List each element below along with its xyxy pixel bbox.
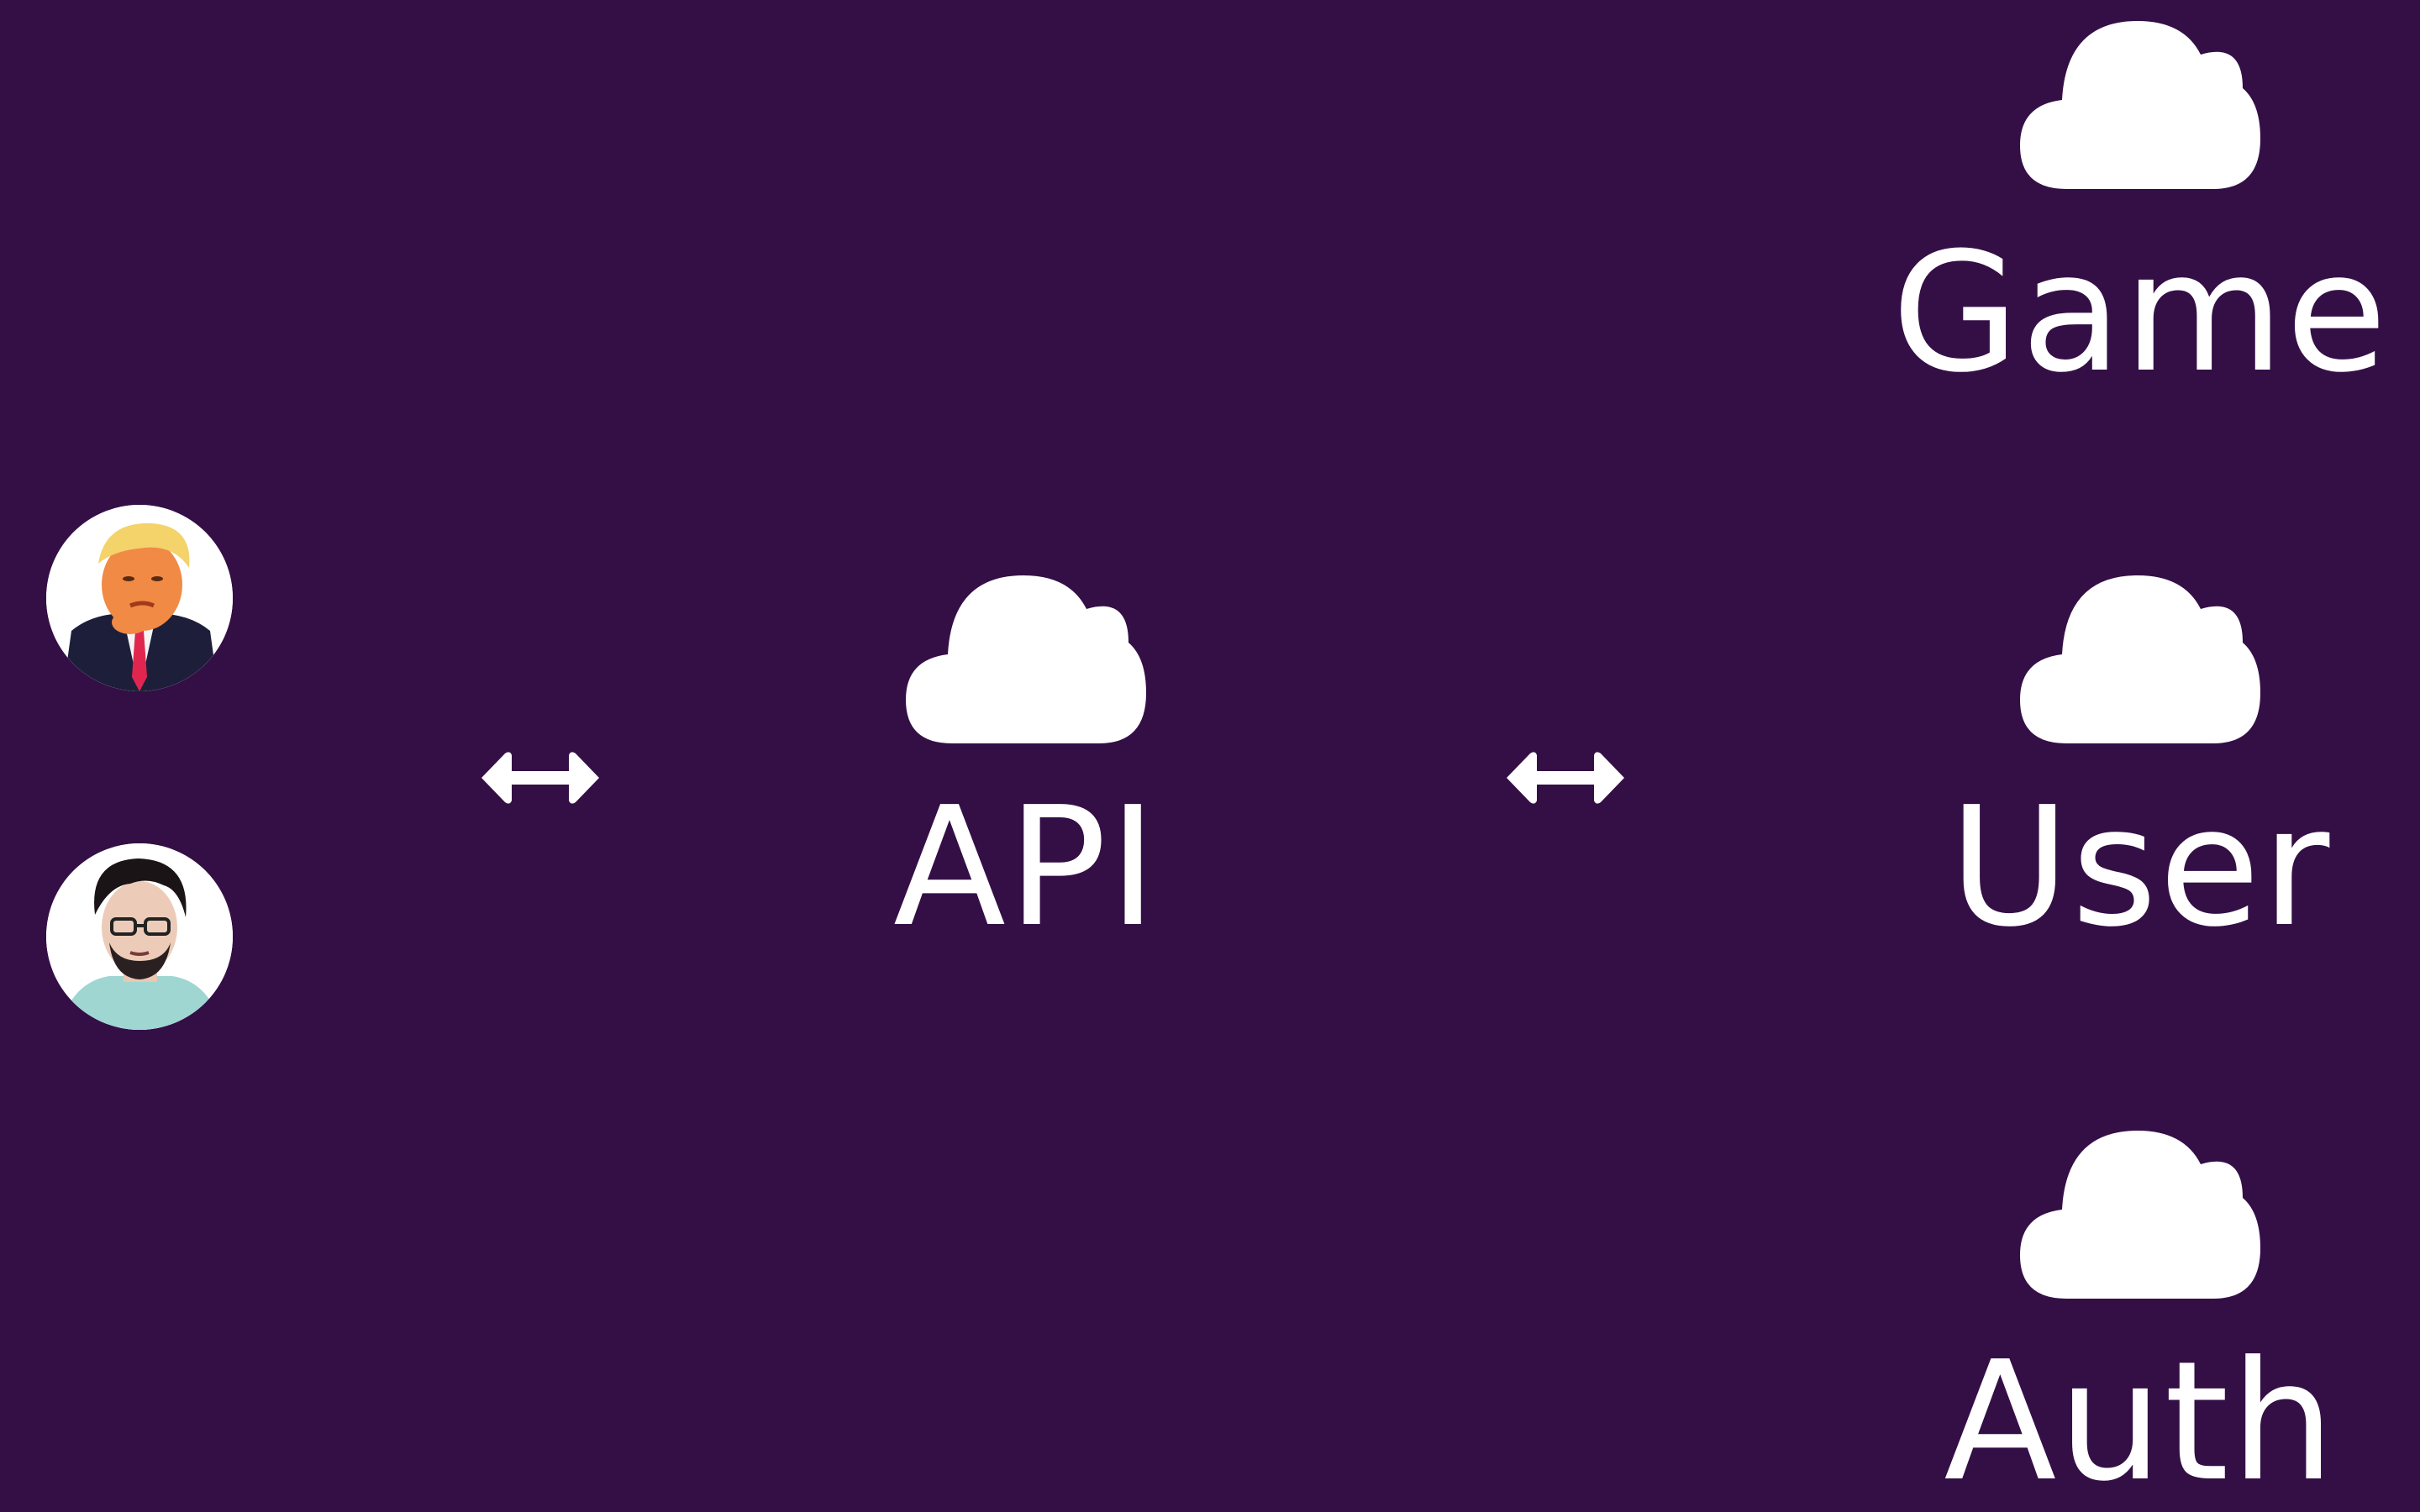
client-avatar-2 xyxy=(46,843,233,1030)
cloud-icon xyxy=(2020,575,2260,743)
double-arrow-icon xyxy=(1503,748,1628,807)
auth-service-label: Auth xyxy=(1944,1326,2337,1512)
cloud-icon xyxy=(906,575,1146,743)
user-service-label: User xyxy=(1949,772,2332,963)
cloud-icon xyxy=(2020,1131,2260,1299)
game-service-label: Game xyxy=(1891,218,2389,409)
cloud-icon xyxy=(2020,21,2260,189)
client-avatar-1 xyxy=(46,505,233,691)
double-arrow-icon xyxy=(478,748,602,807)
api-label: API xyxy=(892,772,1160,963)
